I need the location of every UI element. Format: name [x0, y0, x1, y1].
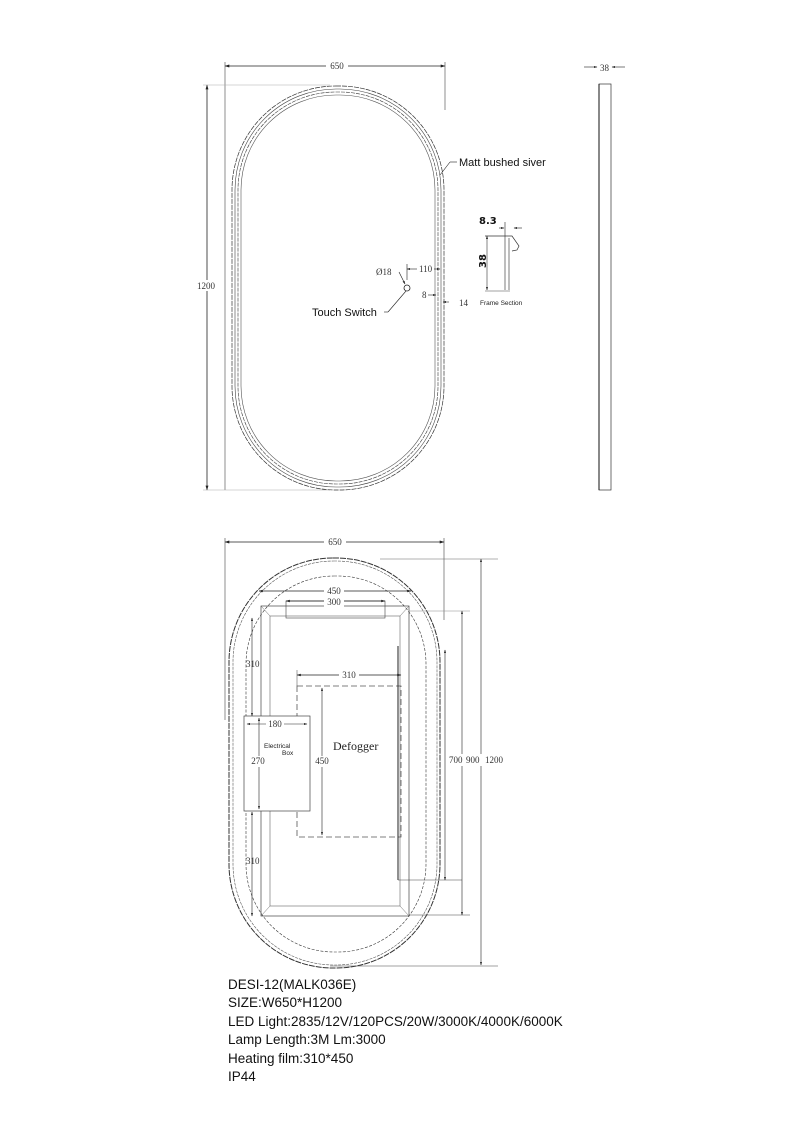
top-margin-dim: 310: [246, 659, 260, 669]
height-1200: 1200: [485, 755, 504, 765]
depth-dim: 38: [600, 63, 610, 73]
front-view: 650 1200 Matt bushed siver Ø18 110 Touch…: [194, 60, 546, 491]
box-label-line2: Box: [282, 750, 294, 757]
front-height-dim: 1200: [197, 281, 216, 291]
section-height-dim: 38: [478, 254, 489, 268]
frame-offset: 14: [459, 298, 469, 308]
defogger-label: Defogger: [333, 739, 378, 753]
height-900: 900: [466, 755, 480, 765]
finish-callout: Matt bushed siver: [459, 157, 546, 169]
defogger-width-dim: 310: [342, 670, 356, 680]
back-width-dim: 650: [328, 537, 342, 547]
spec-ip: IP44: [228, 1069, 256, 1085]
height-700: 700: [449, 755, 463, 765]
spec-size: SIZE:W650*H1200: [228, 995, 343, 1011]
spec-lamp: Lamp Length:3M Lm:3000: [228, 1032, 386, 1048]
box-width-dim: 180: [268, 719, 282, 729]
frame-section: 8.3 38 Frame Section: [478, 216, 523, 307]
frame-section-title: Frame Section: [480, 300, 523, 307]
defogger-height-dim: 450: [315, 756, 329, 766]
touch-switch-label: Touch Switch: [312, 307, 377, 319]
switch-offset-top: 110: [419, 264, 433, 274]
back-view: 650 450 300 310 310 450 Defogge: [224, 536, 504, 969]
box-height-dim: 270: [251, 756, 265, 766]
switch-diameter: Ø18: [376, 267, 392, 277]
spec-led: LED Light:2835/12V/120PCS/20W/3000K/4000…: [228, 1013, 563, 1029]
bottom-margin-dim: 310: [246, 856, 260, 866]
touch-switch-icon: [403, 284, 411, 292]
bracket-inner-width: 300: [327, 597, 341, 607]
side-view: 38: [584, 63, 625, 491]
lip-dim: 8.3: [479, 216, 497, 227]
box-label-line1: Electrical: [264, 743, 291, 750]
front-width-dim: 650: [330, 61, 344, 71]
spec-model: DESI-12(MALK036E): [228, 977, 357, 992]
spec-heating: Heating film:310*450: [228, 1050, 354, 1066]
bracket-outer-width: 450: [327, 586, 341, 596]
switch-offset-side: 8: [422, 290, 427, 300]
spec-list: DESI-12(MALK036E) SIZE:W650*H1200 LED Li…: [228, 976, 563, 1086]
